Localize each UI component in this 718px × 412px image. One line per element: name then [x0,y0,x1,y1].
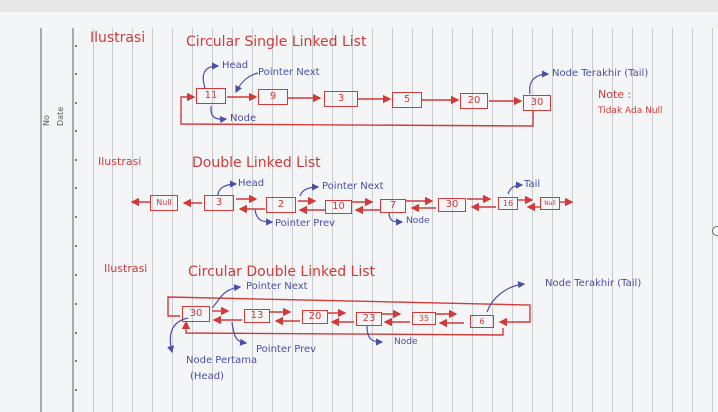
margin-line [40,28,42,412]
list-node: 13 [244,309,270,323]
section-title: Double Linked List [192,155,321,171]
list-node: 30 [182,306,210,322]
head-annotation: Head [238,178,265,189]
null-node: Null [540,197,560,210]
ruled-line [352,28,353,412]
ruled-line [412,28,413,412]
section-label: Ilustrasi [90,30,146,46]
ruled-line [112,28,113,412]
list-node: 2 [266,197,296,213]
ruled-line [152,28,153,412]
list-node: 6 [470,315,494,328]
binder-dot [75,360,77,362]
ruled-line [252,28,253,412]
list-node: 30 [523,95,551,111]
list-node: 30 [438,198,466,212]
pointer-next-annotation: Pointer Next [246,281,308,292]
ruled-line [492,28,493,412]
margin-line [72,28,74,412]
node-annotation: Node [230,113,257,124]
binder-dot [75,45,77,47]
section-title: Circular Double Linked List [188,264,376,280]
ruled-line [212,28,213,412]
ruled-line [432,28,433,412]
node-annotation: Node [406,216,430,226]
list-node: 35 [412,312,436,325]
ruled-line [712,28,713,412]
binder-dot [75,245,77,247]
tail-annotation: Node Terakhir (Tail) [545,278,642,289]
section-label: Ilustrasi [98,155,142,168]
ruled-line [612,28,613,412]
ruled-line [192,28,193,412]
page-corner-marker [712,226,718,236]
binder-dot [75,274,77,276]
ruled-line [452,28,453,412]
list-node: 20 [460,93,488,109]
list-node: 11 [196,88,226,104]
note-body: Tidak Ada Null [598,106,663,116]
ruled-line [372,28,373,412]
head-annotation: Head [222,60,249,71]
list-node: 3 [204,195,234,211]
tail-annotation: Tail [524,179,541,190]
list-node: 23 [356,312,382,326]
ruled-line [292,28,293,412]
ruled-line [172,28,173,412]
ruled-line [692,28,693,412]
pointer-next-annotation: Pointer Next [258,67,320,78]
ruled-line [232,28,233,412]
section-title: Circular Single Linked List [186,34,367,50]
binder-dot [75,102,77,104]
binder-dot [75,159,77,161]
ruled-line [472,28,473,412]
ruled-line [532,28,533,412]
pointer-next-annotation: Pointer Next [322,181,384,192]
ruled-line [332,28,333,412]
ruled-line [592,28,593,412]
tail-annotation: Node Terakhir (Tail) [552,68,649,79]
ruled-line [572,28,573,412]
ruled-line [93,28,94,412]
ruled-line [632,28,633,412]
binder-dot [75,389,77,391]
ruled-line [392,28,393,412]
list-node: 7 [380,199,406,213]
ruled-line [652,28,653,412]
list-node: 5 [392,92,422,108]
ruled-line [552,28,553,412]
ruled-line [312,28,313,412]
ruled-line [512,28,513,412]
list-node: 9 [258,89,288,105]
list-node: 10 [325,200,352,214]
ruled-line [132,28,133,412]
binder-dot [75,187,77,189]
binder-dot [75,332,77,334]
binder-dot [75,303,77,305]
null-node: Null [150,195,178,211]
note-title: Note : [598,88,632,101]
binder-dot [75,130,77,132]
section-label: Ilustrasi [104,262,148,275]
pointer-prev-annotation: Pointer Prev [256,344,317,355]
list-node: 3 [324,91,358,107]
ruled-line [672,28,673,412]
node-annotation: Node [394,337,418,347]
pointer-prev-annotation: Pointer Prev [275,218,336,229]
list-node: 20 [302,310,328,324]
head-annotation-line2: (Head) [190,371,224,382]
binder-dot [75,73,77,75]
binder-dot [75,216,77,218]
head-annotation-line1: Node Pertama [186,355,258,366]
background-edge [0,0,718,14]
list-node: 16 [498,197,518,210]
